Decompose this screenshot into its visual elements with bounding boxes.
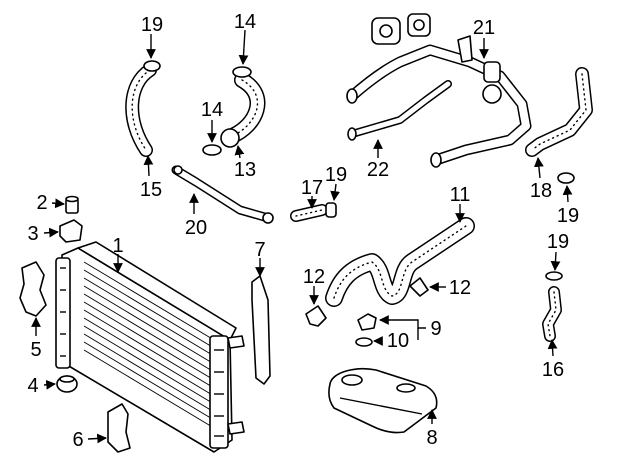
radiator-lower-bracket — [107, 403, 131, 453]
callout-7: 7 — [254, 239, 265, 261]
upper-hose-15 — [125, 63, 157, 157]
radiator-lower-mount — [56, 375, 78, 393]
callout-9: 9 — [430, 318, 441, 340]
hose-clamp-19d — [545, 271, 563, 281]
callout-14a: 14 — [234, 11, 256, 33]
callouts: 1 2 3 4 5 6 7 8 9 10 11 12 12 13 14 14 1… — [27, 11, 579, 451]
hose-clamp-14a — [232, 66, 252, 78]
shroud-seal — [251, 275, 271, 385]
callout-5: 5 — [30, 339, 41, 361]
callout-18: 18 — [530, 180, 552, 202]
hose-clamp-12b — [409, 277, 429, 297]
radiator — [55, 241, 245, 453]
radiator-side-bracket — [19, 261, 47, 317]
expansion-tank — [328, 368, 438, 434]
hose-18 — [525, 67, 593, 157]
hose-clamp-19c — [557, 172, 575, 184]
callout-12b: 12 — [449, 277, 471, 299]
callout-15: 15 — [140, 179, 162, 201]
callout-3: 3 — [27, 223, 38, 245]
coolant-sensor-9 — [357, 313, 377, 331]
callout-11: 11 — [450, 184, 471, 206]
hose-clamp-14b — [202, 144, 222, 156]
o-ring-10 — [355, 337, 373, 347]
callout-12a: 12 — [303, 266, 325, 288]
drain-plug — [65, 195, 79, 214]
callout-10: 10 — [387, 330, 409, 352]
callout-8: 8 — [426, 427, 437, 449]
callout-20: 20 — [185, 217, 207, 239]
radiator-upper-outlet — [227, 335, 245, 349]
hose-16 — [542, 286, 562, 342]
hose-clamp-19b — [325, 202, 337, 218]
hose-clamp-19a — [143, 60, 161, 72]
small-hose-17 — [290, 204, 328, 222]
callout-16: 16 — [542, 359, 564, 381]
callout-21: 21 — [473, 17, 495, 39]
callout-6: 6 — [72, 429, 83, 451]
radiator-left-tank — [55, 257, 71, 369]
callout-17: 17 — [301, 177, 323, 199]
coolant-pipe-22 — [347, 80, 452, 141]
lower-hose-11 — [325, 217, 475, 307]
hose-clamp-12a — [305, 305, 327, 327]
callout-1: 1 — [112, 235, 123, 257]
callout-19b: 19 — [325, 164, 347, 186]
callout-13: 13 — [234, 159, 256, 181]
radiator-lower-outlet — [227, 421, 245, 435]
coolant-pipe-assembly-21 — [346, 13, 532, 168]
hose-13 — [220, 72, 266, 148]
callout-2: 2 — [36, 192, 47, 214]
callout-19a: 19 — [141, 14, 163, 36]
callout-22: 22 — [367, 159, 389, 181]
radiator-mount — [59, 219, 83, 243]
radiator-right-tank — [209, 335, 229, 449]
radiator-core-fins — [83, 261, 215, 429]
callout-19d: 19 — [547, 231, 569, 253]
leader-lines — [31, 29, 573, 444]
callout-19c: 19 — [557, 205, 579, 227]
callout-14b: 14 — [201, 99, 223, 121]
callout-4: 4 — [27, 375, 38, 397]
coolant-pipe-20 — [171, 165, 274, 224]
